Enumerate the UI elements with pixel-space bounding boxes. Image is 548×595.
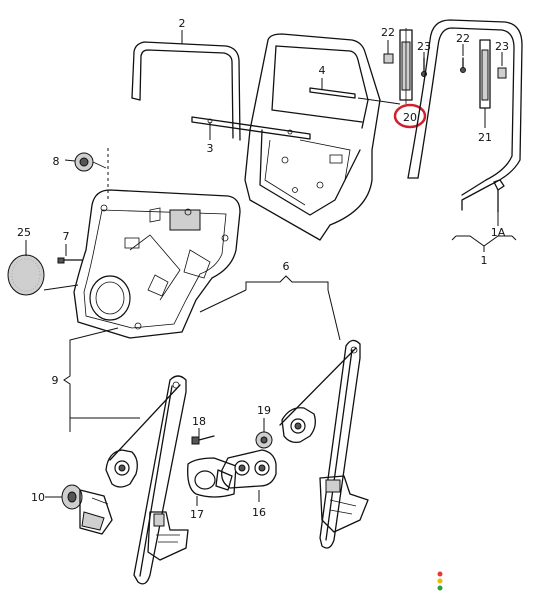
callout-23-left: 23 [417,40,431,53]
callout-4: 4 [319,64,326,77]
callout-7: 7 [63,230,70,243]
part-2-window-seal [131,41,241,141]
callout-1a: 1A [491,226,506,239]
status-dot-yellow [437,578,443,584]
part-17-pulley-housing [187,457,237,498]
left-window-regulator [105,375,189,585]
part-16-drive-unit [221,449,277,489]
callout-21: 21 [478,131,492,144]
part-19-gear [255,431,273,449]
callout-9: 9 [52,374,59,387]
callout-23-right: 23 [495,40,509,53]
status-dots [437,571,443,591]
callout-17: 17 [190,508,204,521]
part-18-screw [191,435,215,445]
highlight-circle-20 [393,103,427,129]
part-23-screw-right [497,67,507,79]
callout-16: 16 [252,506,266,519]
door-carrier-panel [73,189,241,339]
part-22-clip-right [460,57,466,73]
callout-22-left: 22 [381,26,395,39]
callout-8: 8 [53,155,60,168]
part-10-motor [61,484,113,535]
part-1a-fastener [493,179,505,213]
part-25-foam-pad [7,254,45,296]
bracket-9 [63,327,140,419]
callout-10: 10 [31,491,45,504]
part-7-screw [57,257,83,264]
bracket-6 [245,275,329,290]
right-window-regulator [279,339,369,549]
callout-25: 25 [17,226,31,239]
callout-20: 20 [403,111,417,124]
callout-6: 6 [283,260,290,273]
status-dot-red [437,571,443,577]
callout-19: 19 [257,404,271,417]
part-4-glass-guide [309,87,356,99]
callout-3: 3 [207,142,214,155]
callout-1: 1 [481,254,488,267]
callout-18: 18 [192,415,206,428]
part-8-grommet [74,152,107,172]
door-shell [244,33,381,241]
part-1-door-seal [407,19,523,211]
callout-22-right: 22 [456,32,470,45]
status-dot-green [437,585,443,591]
part-22-clip-left [383,53,394,64]
part-20-window-strip [399,28,413,104]
callout-2: 2 [179,17,186,30]
part-21-run-channel [479,39,491,109]
